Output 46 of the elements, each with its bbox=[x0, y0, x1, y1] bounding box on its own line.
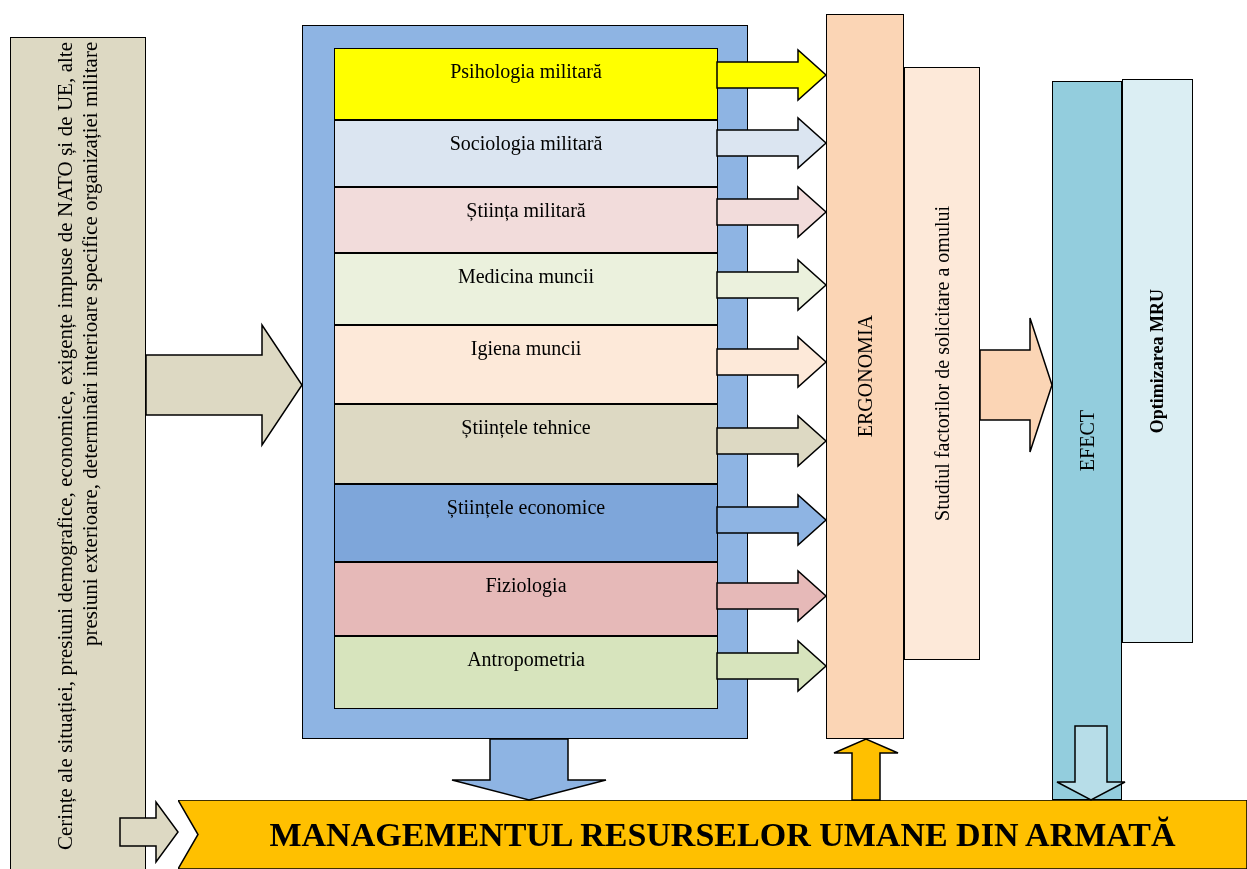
discipline-label: Științele tehnice bbox=[461, 415, 591, 440]
discipline-label: Medicina muncii bbox=[457, 264, 595, 289]
block-arrow bbox=[1056, 725, 1126, 801]
block-arrow bbox=[716, 116, 828, 170]
factors-column bbox=[904, 67, 980, 660]
discipline-box bbox=[334, 48, 718, 120]
block-arrow bbox=[451, 738, 607, 801]
discipline-label: Științele economice bbox=[446, 495, 606, 520]
block-arrow bbox=[833, 738, 899, 801]
block-arrow bbox=[716, 639, 828, 693]
container-box bbox=[302, 25, 748, 739]
block-arrow bbox=[716, 335, 828, 389]
requirements-box bbox=[10, 37, 146, 869]
discipline-label: Igiena muncii bbox=[470, 336, 582, 361]
block-arrow bbox=[145, 322, 303, 448]
column-label: ERGONOMIA bbox=[852, 315, 877, 438]
optimization-column bbox=[1122, 79, 1193, 643]
discipline-label: Fiziologia bbox=[485, 573, 567, 598]
column-label: EFECT bbox=[1074, 409, 1099, 472]
column-label: Studiul factorilor de solicitare a omului bbox=[929, 206, 954, 521]
discipline-box bbox=[334, 484, 718, 562]
discipline-box bbox=[334, 404, 718, 484]
discipline-label: Știința militară bbox=[466, 198, 586, 223]
discipline-box bbox=[334, 636, 718, 709]
discipline-label: Psihologia militară bbox=[450, 59, 602, 84]
column-label: Optimizarea MRU bbox=[1146, 288, 1169, 434]
discipline-box bbox=[334, 562, 718, 636]
discipline-label: Sociologia militară bbox=[449, 131, 603, 156]
block-arrow bbox=[716, 569, 828, 623]
block-arrow bbox=[716, 185, 828, 239]
effect-column bbox=[1052, 81, 1122, 800]
block-arrow bbox=[716, 258, 828, 312]
discipline-box bbox=[334, 253, 718, 325]
block-arrow bbox=[716, 493, 828, 547]
management-banner bbox=[178, 800, 1247, 869]
block-arrow bbox=[716, 414, 828, 468]
block-arrow bbox=[119, 799, 179, 865]
discipline-box bbox=[334, 120, 718, 187]
banner-title: MANAGEMENTUL RESURSELOR UMANE DIN ARMATĂ bbox=[269, 817, 1176, 852]
block-arrow bbox=[979, 317, 1053, 453]
discipline-box bbox=[334, 325, 718, 404]
discipline-label: Antropometria bbox=[467, 647, 585, 672]
discipline-box bbox=[334, 187, 718, 253]
block-arrow bbox=[716, 48, 828, 102]
requirements-text: Cerințe ale situației, presiuni demografice, economice, exigențe impuse de NATO și de UE, alte presiuni exterioare, determinări interioare specifice organizației militare bbox=[52, 42, 103, 850]
ergonomics-column bbox=[826, 14, 904, 739]
